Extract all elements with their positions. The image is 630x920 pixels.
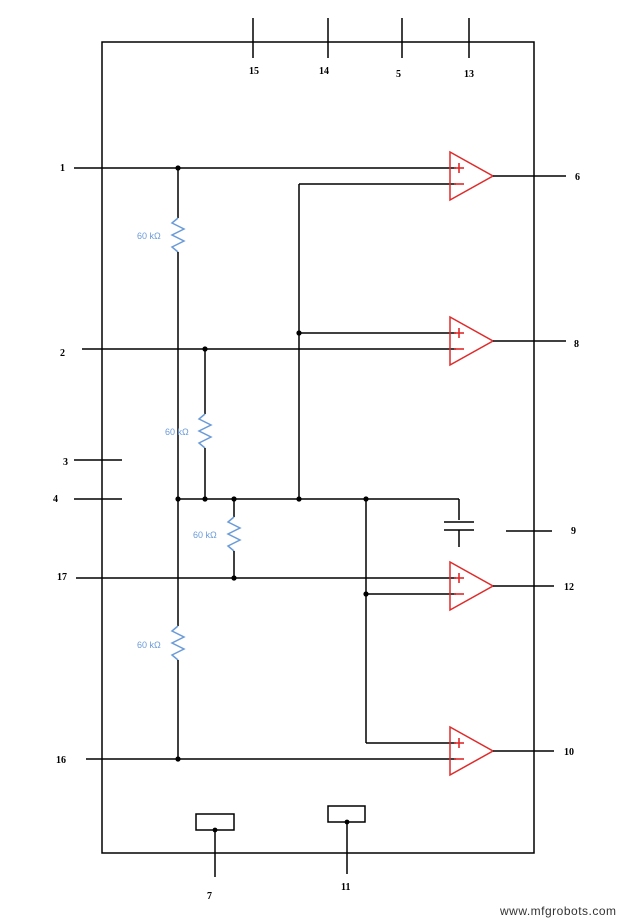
opamp-3 — [449, 560, 554, 612]
pin-14-label: 14 — [319, 66, 329, 77]
resistor-1-label: 60 kΩ — [137, 231, 161, 241]
opamp-1 — [449, 150, 566, 202]
pin-4-label: 4 — [53, 494, 58, 505]
pin-5-label: 5 — [396, 69, 401, 80]
resistor-2-label: 60 kΩ — [165, 427, 189, 437]
pin-17-label: 17 — [57, 572, 67, 583]
bottom-pin-11 — [327, 805, 366, 874]
resistor-3-label: 60 kΩ — [193, 530, 217, 540]
pin-11-label: 11 — [341, 882, 350, 893]
top-pins: 15 14 5 13 — [249, 18, 474, 80]
resistor-chain — [170, 168, 242, 759]
pin-15-label: 15 — [249, 66, 259, 77]
opamp-4 — [449, 725, 554, 777]
pin-2-label: 2 — [60, 348, 65, 359]
pin-10-label: 10 — [564, 747, 574, 758]
opamp-2 — [449, 315, 566, 367]
pin-9-label: 9 — [571, 526, 576, 537]
pin-16-label: 16 — [56, 755, 66, 766]
pin-13-label: 13 — [464, 69, 474, 80]
watermark: www.mfgrobots.com — [499, 904, 617, 918]
pin-6-label: 6 — [575, 172, 580, 183]
bottom-pin-7 — [195, 813, 235, 877]
reference-bus — [178, 183, 460, 744]
pin-1-label: 1 — [60, 163, 65, 174]
pin-7-label: 7 — [207, 891, 212, 902]
chip-body — [101, 41, 535, 854]
capacitor — [444, 521, 474, 547]
junction-dots — [175, 165, 369, 762]
input-wires — [74, 167, 456, 760]
resistor-4-label: 60 kΩ — [137, 640, 161, 650]
pin-3-label: 3 — [63, 457, 68, 468]
pin-12-label: 12 — [564, 582, 574, 593]
pin-8-label: 8 — [574, 339, 579, 350]
